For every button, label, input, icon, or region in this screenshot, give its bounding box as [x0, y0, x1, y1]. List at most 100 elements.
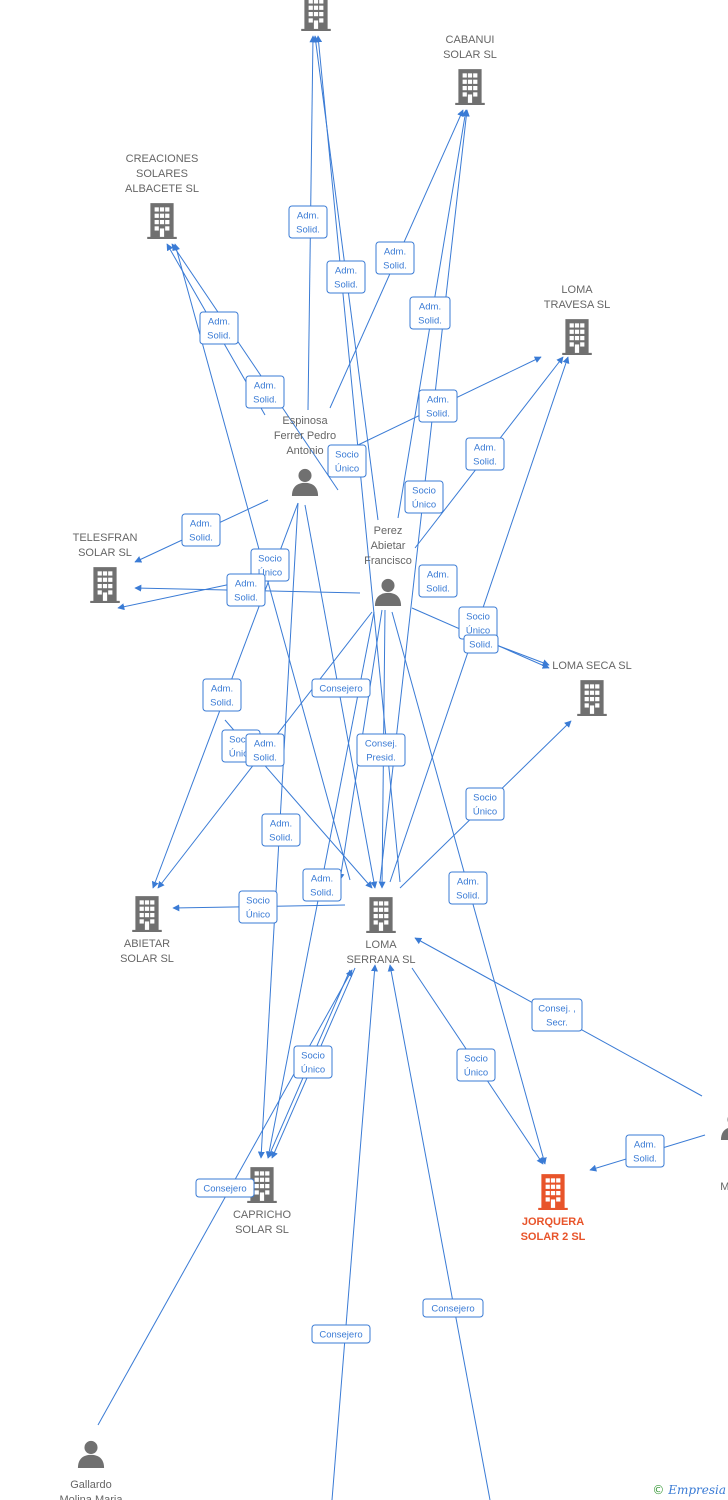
- node-label-line: Ferrer Pedro: [274, 430, 336, 442]
- relation-box: [302, 868, 342, 902]
- relation-text: Solid.: [383, 261, 407, 272]
- relation-box: [226, 573, 266, 607]
- node-label-line: LOMA SECA SL: [552, 660, 631, 672]
- person-icon: [374, 578, 402, 606]
- relation-label: Adm.Solid.: [226, 573, 266, 607]
- relation-text: Consejero: [319, 684, 362, 695]
- relation-box: [418, 389, 458, 423]
- relation-box: [327, 444, 367, 478]
- building-icon: [301, 0, 331, 31]
- relation-text: Adm.: [235, 579, 257, 590]
- relation-box: [261, 813, 301, 847]
- brand-name: Empresia: [668, 1483, 726, 1497]
- node-rightperson[interactable]: PAlMaria: [720, 1112, 728, 1193]
- relation-label: Consej. ,Secr.: [531, 998, 583, 1032]
- relation-box: [293, 1045, 333, 1079]
- relation-text: Único: [466, 626, 490, 637]
- relation-text: Solid.: [426, 409, 450, 420]
- relation-text: Socio: [412, 486, 436, 497]
- copyright-symbol: ©: [652, 1483, 665, 1497]
- relation-text: Adm.: [254, 381, 276, 392]
- node-lomaseca[interactable]: LOMA SECA SL: [552, 660, 632, 716]
- relation-label: Adm.Solid.: [261, 813, 301, 847]
- node-label-line: LOMA: [561, 284, 593, 296]
- node-label-line: CABANUI: [446, 34, 495, 46]
- relation-text: Único: [229, 749, 253, 760]
- relation-box: [238, 890, 278, 924]
- relation-text: Solid.: [473, 457, 497, 468]
- relation-text: Único: [464, 1068, 488, 1079]
- relation-box: [456, 1048, 496, 1082]
- node-label-line: LOMA: [365, 939, 397, 951]
- relation-text: Único: [335, 464, 359, 475]
- relation-label: Adm.Solid.: [418, 564, 458, 598]
- relation-box: [356, 733, 406, 767]
- relation-label: Adm.Solid.: [245, 733, 285, 767]
- node-label-line: JORQUERA: [522, 1216, 584, 1228]
- relation-box: [195, 1178, 255, 1198]
- relation-label: Adm.Solid.: [326, 260, 366, 294]
- edge-arrow: [331, 964, 378, 1500]
- relation-box: [199, 311, 239, 345]
- relation-label: Adm.Solid.: [202, 678, 242, 712]
- building-icon: [577, 680, 607, 716]
- relation-text: Único: [246, 910, 270, 921]
- relation-text: Consejero: [203, 1184, 246, 1195]
- relation-label: Adm.Solid.: [288, 205, 328, 239]
- relation-text: Consej.: [365, 739, 397, 750]
- relation-label: Consej.Presid.: [356, 733, 406, 767]
- relation-box: [311, 678, 371, 698]
- relation-box: [418, 564, 458, 598]
- node-label-line: SOLAR SL: [235, 1224, 289, 1236]
- relation-label: Adm.Solid.: [625, 1134, 665, 1168]
- relation-box: [625, 1134, 665, 1168]
- relation-text: Solid.: [269, 833, 293, 844]
- relation-box: [465, 437, 505, 471]
- relation-label: Adm.Solid.: [245, 375, 285, 409]
- relation-box: [202, 678, 242, 712]
- relation-text: Adm.: [427, 570, 449, 581]
- relation-text: Adm.: [634, 1140, 656, 1151]
- relation-box: [463, 634, 499, 654]
- building-icon: [366, 897, 396, 933]
- relation-text: Socio: [246, 896, 270, 907]
- relation-label: Consejero: [311, 678, 371, 698]
- relation-text: Socio: [464, 1054, 488, 1065]
- building-icon: [90, 567, 120, 603]
- node-label-line: SOLARES: [136, 168, 188, 180]
- relation-label: Consejero: [311, 1324, 371, 1344]
- relation-text: Adm.: [474, 443, 496, 454]
- relation-text: Solid.: [189, 533, 213, 544]
- person-icon: [720, 1112, 728, 1140]
- relation-text: Adm.: [297, 211, 319, 222]
- person-icon: [77, 1440, 105, 1468]
- relation-text: Adm.: [190, 519, 212, 530]
- relation-box: [409, 296, 451, 330]
- relation-label: Adm.Solid.: [302, 868, 342, 902]
- relation-text: Solid.: [334, 280, 358, 291]
- relation-box: [245, 375, 285, 409]
- relation-text: Único: [301, 1065, 325, 1076]
- relation-text: Solid.: [210, 698, 234, 709]
- node-label-line: Gallardo: [70, 1479, 112, 1491]
- relation-text: Único: [258, 568, 282, 579]
- node-top[interactable]: [301, 0, 331, 31]
- relation-text: Adm.: [384, 247, 406, 258]
- relation-text: Solid.: [253, 753, 277, 764]
- relation-box: [250, 548, 290, 582]
